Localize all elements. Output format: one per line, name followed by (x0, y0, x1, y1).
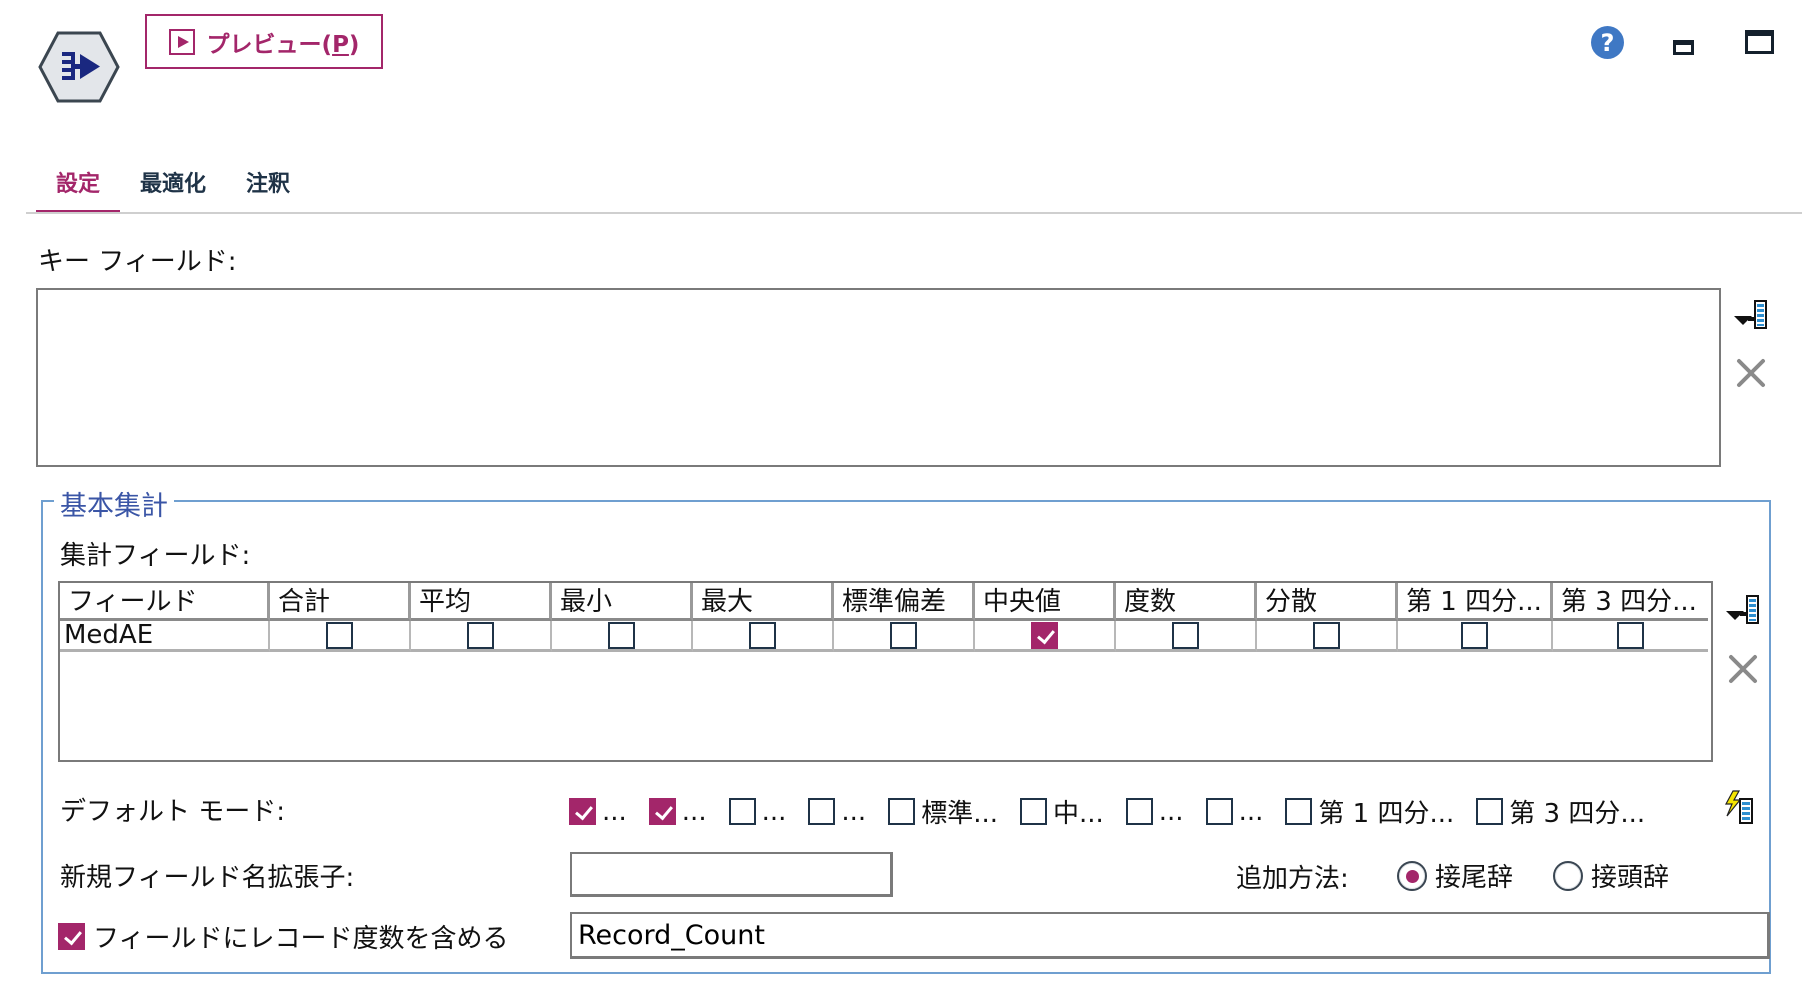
default-mode-count[interactable]: ... (1125, 797, 1184, 827)
maximize-icon[interactable] (1745, 30, 1774, 54)
pick-agg-fields-icon[interactable] (1726, 595, 1760, 625)
table-row-cell (1398, 621, 1553, 652)
default-mode-options: ... ... ... ... 標準... 中... ... ... 第 1 四… (569, 793, 1667, 830)
agg-fields-label: 集計フィールド: (60, 541, 251, 571)
pick-fields-icon[interactable] (1734, 300, 1768, 330)
default-mode-max[interactable]: ... (808, 797, 866, 827)
suffix-radio-option[interactable]: 接尾辞 (1397, 857, 1513, 894)
basic-aggregates-legend: 基本集計 (54, 484, 174, 523)
include-record-count-checkbox[interactable] (58, 923, 85, 950)
tab-settings[interactable]: 設定 (36, 150, 121, 214)
default-mode-median[interactable]: 中... (1019, 793, 1104, 830)
record-count-field-input[interactable] (570, 912, 1770, 959)
suffix-radio[interactable] (1397, 860, 1427, 891)
table-row-field-name[interactable]: MedAE (60, 620, 270, 652)
sum-checkbox[interactable] (326, 621, 353, 649)
add-method-label: 追加方法: (1236, 864, 1349, 894)
delete-agg-field-icon[interactable] (1728, 654, 1758, 684)
default-sum-checkbox[interactable] (569, 798, 596, 825)
include-record-count-option[interactable]: フィールドにレコード度数を含める (58, 918, 508, 955)
play-icon (168, 28, 195, 55)
add-method-options: 接尾辞 接頭辞 (1397, 857, 1709, 894)
tab-bar: 設定 最適化 注釈 (36, 150, 310, 214)
include-record-count-label: フィールドにレコード度数を含める (93, 924, 509, 954)
q3-checkbox[interactable] (1617, 621, 1644, 649)
mean-checkbox[interactable] (467, 621, 494, 649)
default-mode-sdev[interactable]: 標準... (888, 793, 998, 830)
key-fields-label: キー フィールド: (38, 247, 237, 277)
new-field-suffix-input[interactable] (570, 852, 893, 897)
table-row-cell (411, 621, 552, 652)
basic-aggregates-group (41, 500, 1771, 974)
table-row-cell (1553, 621, 1708, 652)
default-max-checkbox[interactable] (808, 798, 836, 825)
default-count-checkbox[interactable] (1125, 798, 1153, 825)
column-header-sum[interactable]: 合計 (270, 583, 411, 621)
max-checkbox[interactable] (749, 621, 776, 649)
table-row-cell (552, 621, 693, 652)
aggregate-node-icon (38, 31, 120, 103)
apply-defaults-icon[interactable] (1723, 790, 1755, 824)
count-checkbox[interactable] (1172, 621, 1199, 649)
column-header-count[interactable]: 度数 (1116, 583, 1257, 621)
tab-optimization[interactable]: 最適化 (140, 172, 207, 197)
column-header-max[interactable]: 最大 (693, 583, 834, 621)
default-mean-checkbox[interactable] (648, 798, 676, 825)
min-checkbox[interactable] (608, 621, 635, 649)
column-header-q1[interactable]: 第 1 四分... (1398, 583, 1553, 621)
help-icon[interactable]: ? (1591, 26, 1624, 59)
column-header-min[interactable]: 最小 (552, 583, 693, 621)
column-header-median[interactable]: 中央値 (975, 583, 1116, 621)
table-row-cell (1257, 621, 1398, 652)
default-q3-checkbox[interactable] (1476, 798, 1504, 825)
default-mode-min[interactable]: ... (728, 797, 786, 827)
delete-icon[interactable] (1736, 358, 1766, 388)
agg-fields-table[interactable]: フィールド 合計 平均 最小 最大 標準偏差 中央値 度数 分散 第 1 四分.… (58, 581, 1713, 762)
median-checkbox[interactable] (1031, 621, 1058, 649)
column-header-variance[interactable]: 分散 (1257, 583, 1398, 621)
table-row-cell (834, 621, 975, 652)
default-mode-variance[interactable]: ... (1205, 797, 1263, 827)
tab-divider (26, 212, 1802, 214)
variance-checkbox[interactable] (1313, 621, 1340, 649)
key-fields-list[interactable] (36, 288, 1721, 467)
preview-label: プレビュー(P) (206, 31, 360, 58)
default-median-checkbox[interactable] (1019, 798, 1047, 825)
new-field-suffix-label: 新規フィールド名拡張子: (60, 863, 355, 893)
default-mode-mean[interactable]: ... (648, 797, 707, 827)
default-min-checkbox[interactable] (728, 798, 756, 825)
tab-annotations[interactable]: 注釈 (246, 172, 291, 197)
minimize-icon[interactable] (1673, 40, 1694, 55)
column-header-field[interactable]: フィールド (60, 583, 270, 621)
default-q1-checkbox[interactable] (1285, 798, 1313, 825)
preview-button[interactable]: プレビュー(P) (145, 14, 383, 69)
default-mode-q1[interactable]: 第 1 四分... (1285, 793, 1454, 830)
prefix-radio-option[interactable]: 接頭辞 (1553, 857, 1669, 894)
prefix-radio[interactable] (1553, 860, 1584, 891)
column-header-q3[interactable]: 第 3 四分... (1553, 583, 1708, 621)
table-row-cell (693, 621, 834, 652)
default-mode-sum[interactable]: ... (569, 797, 627, 827)
default-sdev-checkbox[interactable] (888, 798, 916, 825)
column-header-mean[interactable]: 平均 (411, 583, 552, 621)
table-row-cell (270, 621, 411, 652)
default-variance-checkbox[interactable] (1205, 798, 1233, 825)
column-header-sdev[interactable]: 標準偏差 (834, 583, 975, 621)
q1-checkbox[interactable] (1461, 621, 1488, 649)
table-row-cell (975, 621, 1116, 652)
table-row-cell (1116, 621, 1257, 652)
default-mode-label: デフォルト モード: (60, 797, 286, 827)
default-mode-q3[interactable]: 第 3 四分... (1476, 793, 1645, 830)
sdev-checkbox[interactable] (890, 621, 917, 649)
